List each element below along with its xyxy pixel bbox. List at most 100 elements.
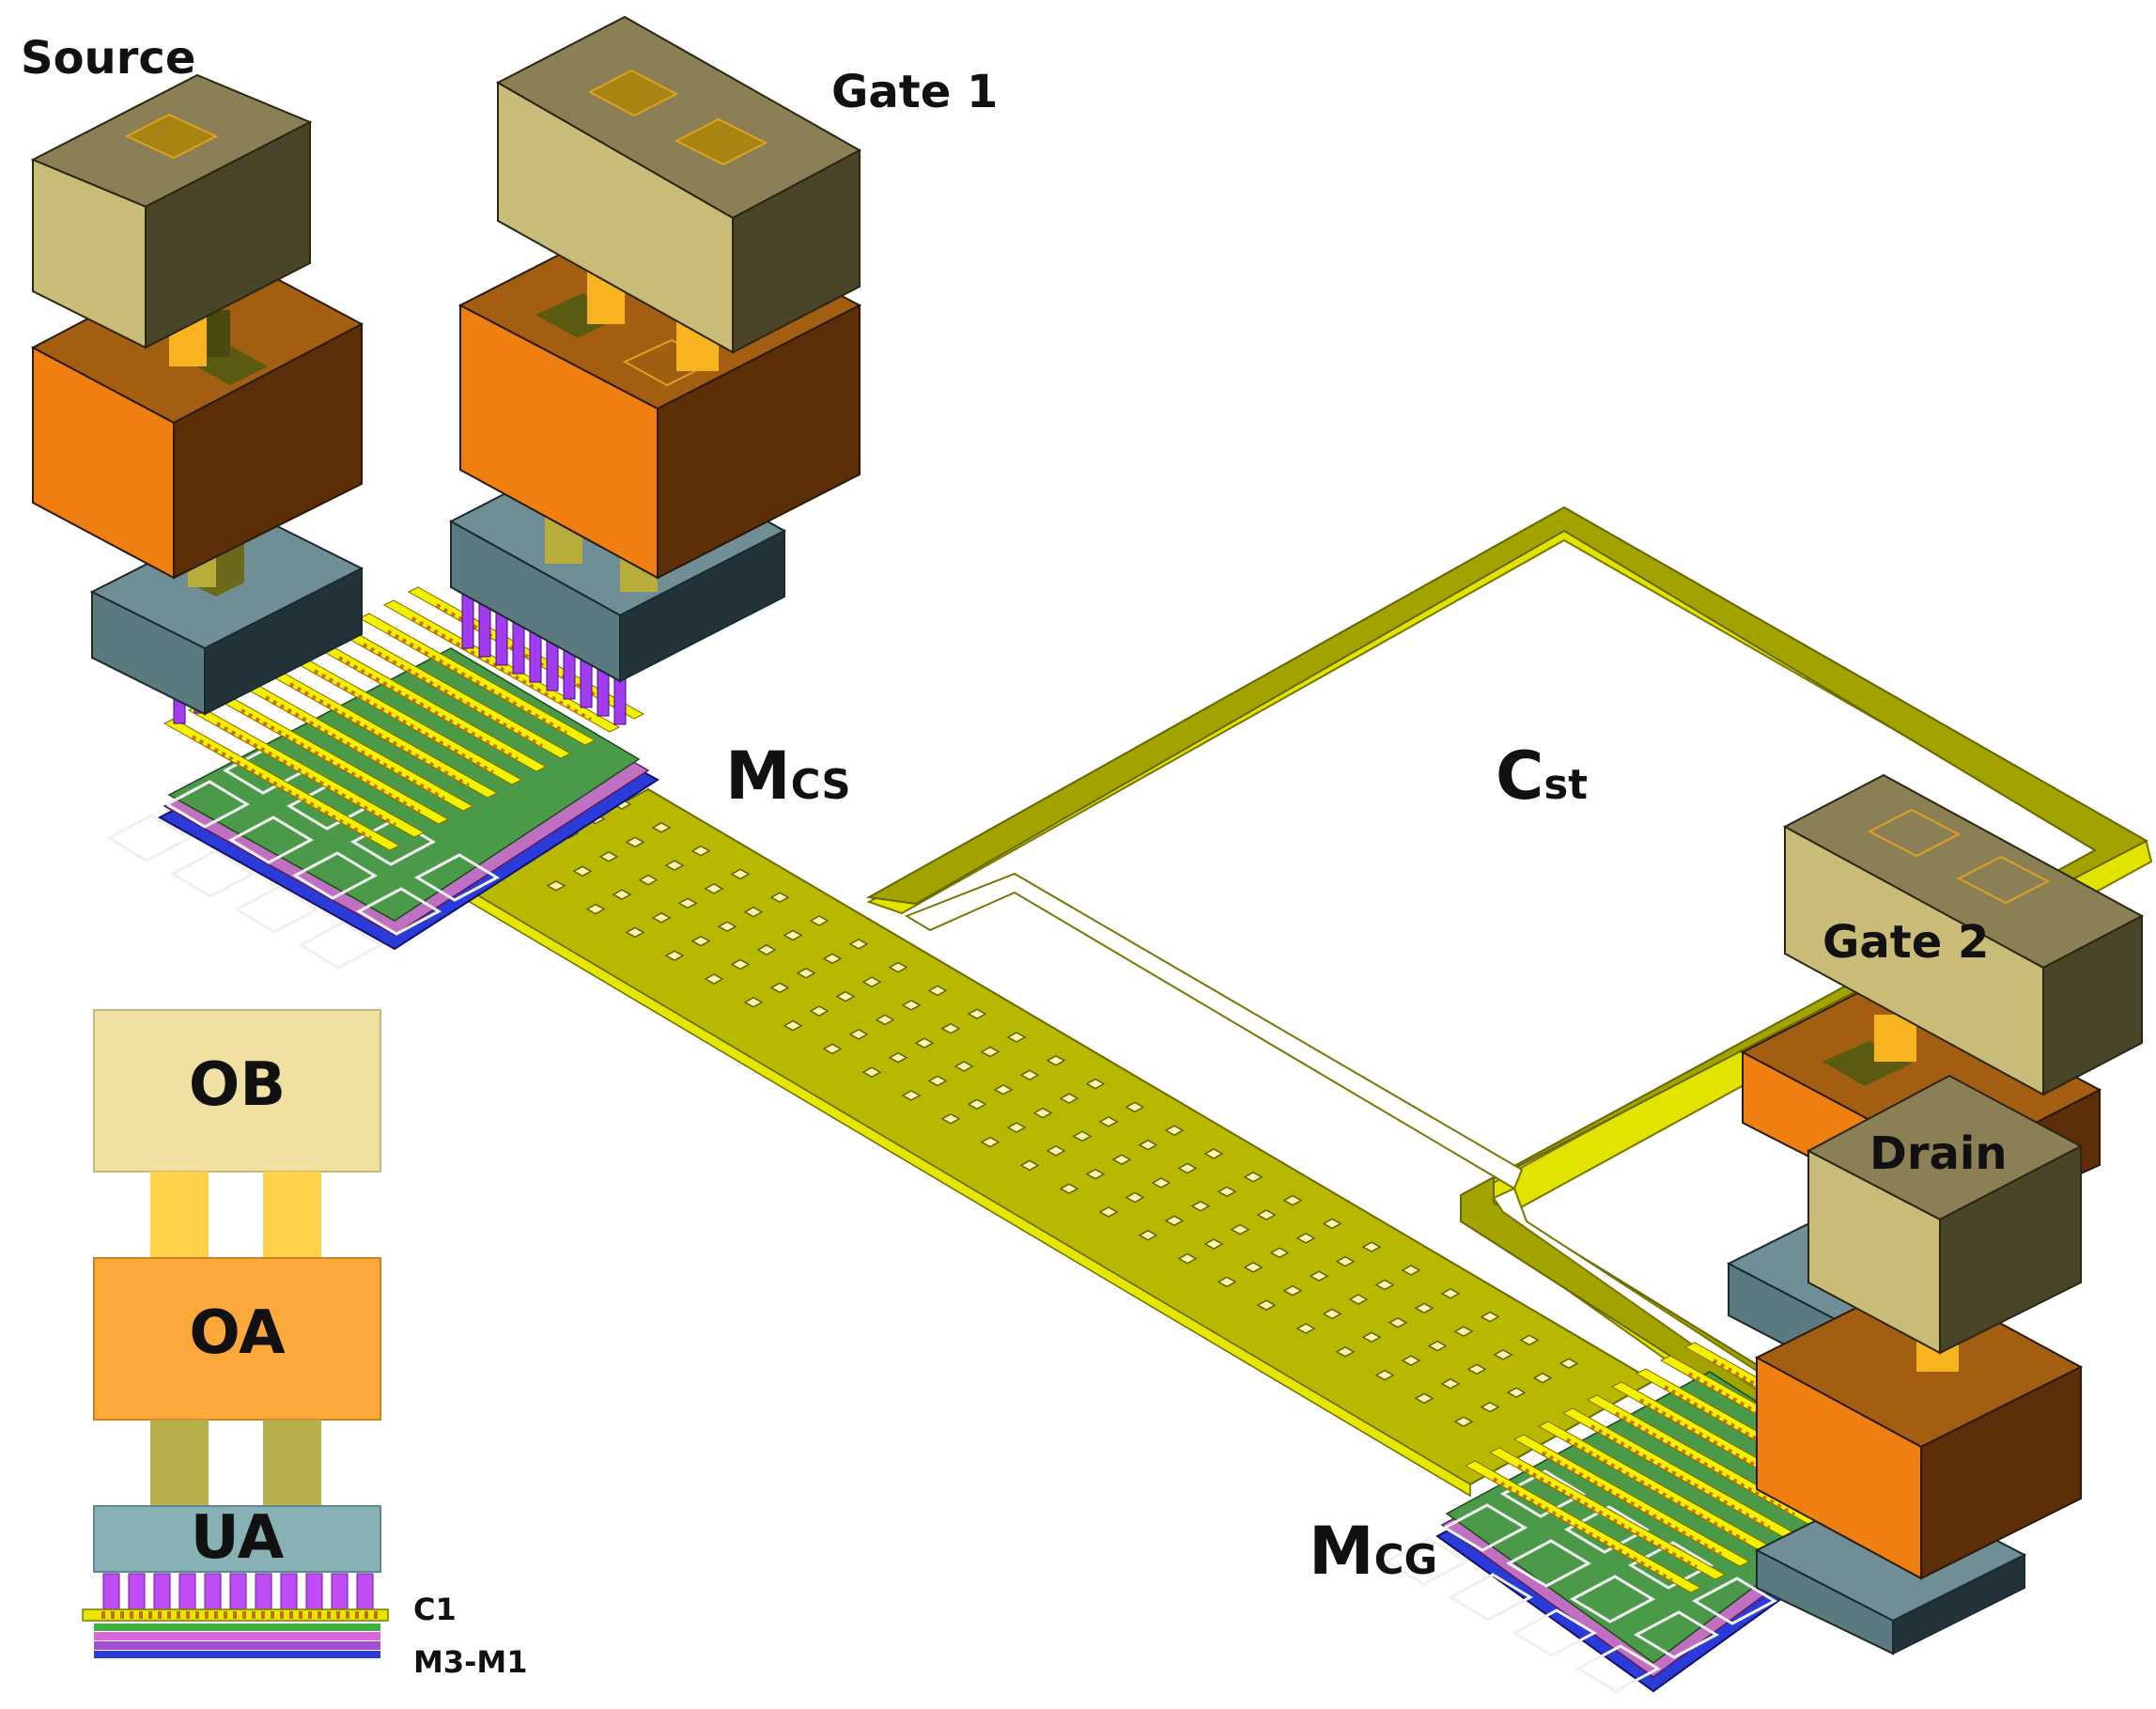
strip-via-hole xyxy=(1440,1287,1461,1299)
strip-via-hole xyxy=(1203,1238,1224,1250)
legend-via xyxy=(102,1573,120,1610)
legend-c1-tick xyxy=(111,1611,115,1619)
strip-via-hole xyxy=(1019,1159,1040,1172)
legend-ua-label: UA xyxy=(190,1503,285,1573)
strip-via-hole xyxy=(1256,1209,1277,1220)
strip-via-hole xyxy=(888,961,908,973)
source-label: Source xyxy=(21,32,196,85)
legend-c1-tick xyxy=(252,1611,256,1619)
legend-oa-label: OA xyxy=(189,1298,286,1368)
legend-c1-tick xyxy=(299,1611,302,1619)
layer-legend xyxy=(82,1009,389,1658)
legend-via xyxy=(229,1573,247,1610)
mcg-label-main: M xyxy=(1309,1513,1374,1590)
strip-via-hole xyxy=(967,1008,987,1020)
transistor-cell xyxy=(1499,1469,1587,1518)
legend-ob-box xyxy=(93,1009,381,1173)
transistor-cell xyxy=(1383,1537,1470,1586)
legend-c1-tick xyxy=(271,1611,274,1619)
c1-finger-detail xyxy=(1566,1437,1746,1543)
strip-via-hole xyxy=(796,967,816,979)
strip-via-hole xyxy=(1164,1215,1185,1227)
strip-via-hole xyxy=(1493,1349,1513,1360)
strip-via-hole xyxy=(1032,1107,1053,1119)
strip-via-hole xyxy=(1322,1218,1342,1230)
transistor-cell xyxy=(1569,1575,1656,1624)
strip-via-hole xyxy=(954,1061,974,1072)
legend-c1-tick xyxy=(365,1611,368,1619)
c1-finger xyxy=(1512,1434,1751,1567)
strip-via-hole xyxy=(1085,1168,1106,1180)
legend-c1-tick xyxy=(233,1611,237,1619)
strip-via-hole xyxy=(743,906,764,918)
strip-via-hole xyxy=(638,874,659,886)
strip-via-hole xyxy=(664,950,685,962)
strip-via-hole xyxy=(1138,1229,1158,1241)
strip-via-hole xyxy=(940,1112,961,1125)
transistor-cell xyxy=(163,780,251,829)
c1-finger-detail xyxy=(314,669,494,774)
legend-via xyxy=(255,1573,272,1610)
legend-via xyxy=(356,1573,374,1610)
legend-c1-tick xyxy=(336,1611,340,1619)
strip-via-hole xyxy=(1374,1369,1395,1381)
legend-c1-tick xyxy=(214,1611,218,1619)
strip-via-hole xyxy=(1243,1171,1264,1183)
strip-via-hole xyxy=(1269,1247,1290,1259)
strip-via-hole xyxy=(914,1037,935,1049)
mcg-label: MCG xyxy=(1309,1513,1437,1590)
strip-via-hole xyxy=(1059,1093,1079,1104)
strip-via-hole xyxy=(1466,1363,1487,1375)
c1-finger-detail xyxy=(1517,1464,1698,1569)
strip-via-hole xyxy=(585,903,606,915)
strip-via-hole xyxy=(1480,1311,1500,1323)
strip-via-hole xyxy=(546,879,566,892)
strip-via-hole xyxy=(1125,1101,1145,1113)
c1-finger xyxy=(358,613,597,746)
strip-via-hole xyxy=(1217,1186,1237,1198)
legend-c1-tick xyxy=(242,1611,246,1619)
strip-via-hole xyxy=(1125,1191,1145,1204)
legend-c1-tick xyxy=(120,1611,124,1619)
strip-via-hole xyxy=(1559,1358,1579,1370)
mcs-label-sub: CS xyxy=(790,762,851,809)
strip-via-hole xyxy=(927,1075,948,1087)
strip-via-hole xyxy=(1046,1145,1066,1157)
strip-via-hole xyxy=(861,1066,882,1079)
strip-via-hole xyxy=(1006,1032,1027,1043)
strip-via-hole xyxy=(901,1000,922,1011)
legend-c1-tick xyxy=(205,1611,209,1619)
mcs-label-main: M xyxy=(725,738,791,815)
gate1-pillar-stack xyxy=(448,15,862,683)
legend-c1-tick xyxy=(177,1611,180,1619)
c1-finger-detail xyxy=(1615,1411,1795,1516)
strip-via-hole xyxy=(1453,1326,1474,1337)
strip-via-hole xyxy=(783,929,803,941)
strip-via-hole xyxy=(1532,1372,1553,1384)
transistor-cell xyxy=(297,921,384,970)
strip-via-hole xyxy=(1138,1139,1158,1151)
mcs-c1-fingers xyxy=(163,586,645,851)
legend-c1-tick xyxy=(195,1611,199,1619)
strip-via-hole xyxy=(861,976,882,987)
legend-m3m1-label: M3-M1 xyxy=(413,1644,528,1680)
legend-m3m1-layer xyxy=(94,1651,380,1658)
strip-via-hole xyxy=(625,836,645,848)
strip-via-hole xyxy=(1098,1116,1119,1127)
transistor-cell xyxy=(1691,1577,1778,1625)
strip-via-hole xyxy=(1401,1265,1421,1276)
strip-via-hole xyxy=(1322,1308,1342,1320)
legend-c1-tick xyxy=(130,1611,133,1619)
mcs-label: MCS xyxy=(725,738,851,815)
strip-via-hole xyxy=(704,973,724,985)
strip-via-hole xyxy=(743,996,764,1008)
legend-c1-tick xyxy=(186,1611,190,1619)
legend-via xyxy=(178,1573,196,1610)
strip-via-hole xyxy=(651,912,672,924)
mcg-label-sub: CG xyxy=(1373,1537,1438,1584)
strip-via-hole xyxy=(1414,1392,1435,1405)
strip-via-hole xyxy=(980,1136,1000,1148)
c1-finger-detail xyxy=(1493,1477,1673,1582)
c1-finger xyxy=(163,718,401,851)
